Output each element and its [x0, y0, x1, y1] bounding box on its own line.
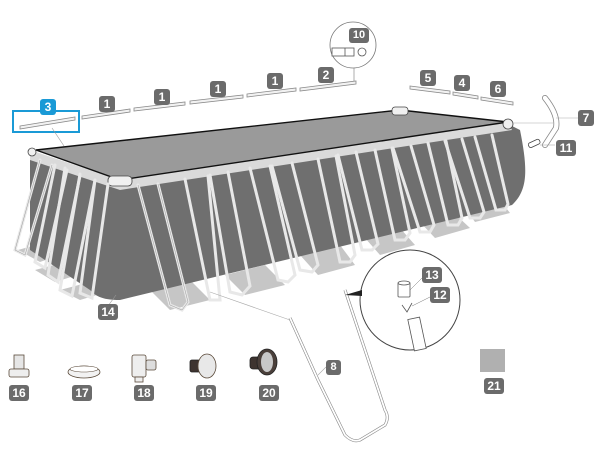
callout-13: 13	[422, 267, 442, 283]
callout-1b: 1	[154, 89, 170, 105]
callout-6: 6	[490, 81, 506, 97]
part-19-inlet-strainer	[189, 353, 217, 379]
callout-1c: 1	[210, 81, 226, 97]
callout-17: 17	[72, 385, 92, 401]
part-18-drain-valve	[131, 354, 157, 383]
callout-4: 4	[454, 75, 470, 91]
callout-21: 21	[484, 378, 504, 394]
elbow-7	[512, 95, 578, 148]
callout-3: 3	[40, 99, 56, 115]
callout-5: 5	[420, 70, 436, 86]
callout-20: 20	[259, 385, 279, 401]
callout-7: 7	[578, 110, 594, 126]
part-20-outlet-strainer	[249, 348, 278, 376]
leg-8	[288, 289, 389, 443]
callout-2: 2	[318, 67, 334, 83]
callout-12: 12	[430, 287, 450, 303]
callout-16: 16	[9, 385, 29, 401]
callout-19: 19	[196, 385, 216, 401]
callout-8: 8	[326, 360, 341, 375]
callout-10: 10	[349, 28, 369, 43]
legs	[13, 133, 510, 312]
connector-11	[527, 138, 555, 148]
callout-1a: 1	[99, 96, 115, 112]
callout-18: 18	[134, 385, 154, 401]
part-16-hose-adapter	[8, 354, 30, 378]
callout-14: 14	[98, 304, 118, 320]
part-21-repair-patch	[480, 349, 505, 372]
part-17-nut	[67, 365, 101, 379]
callout-1d: 1	[267, 73, 283, 89]
callout-11: 11	[556, 140, 576, 156]
